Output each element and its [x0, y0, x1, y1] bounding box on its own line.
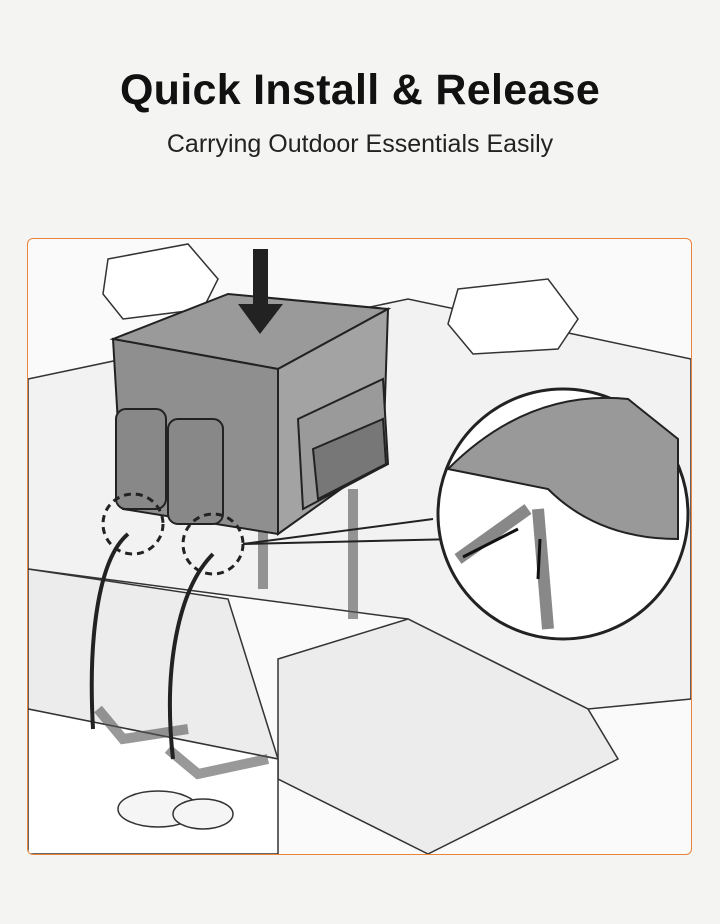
seat-organizer-illustration [28, 243, 691, 854]
headrest-right [447, 278, 579, 355]
page-title: Quick Install & Release [119, 66, 601, 114]
hook-highlight-left [101, 492, 165, 556]
bottle-pocket-right [167, 418, 224, 525]
page-subtitle: Carrying Outdoor Essentials Easily [166, 130, 554, 158]
illustration-frame [27, 238, 692, 855]
bottle-pocket-left [115, 408, 167, 510]
arrow-down-icon [238, 249, 283, 334]
arrow-release-icon [462, 527, 519, 559]
